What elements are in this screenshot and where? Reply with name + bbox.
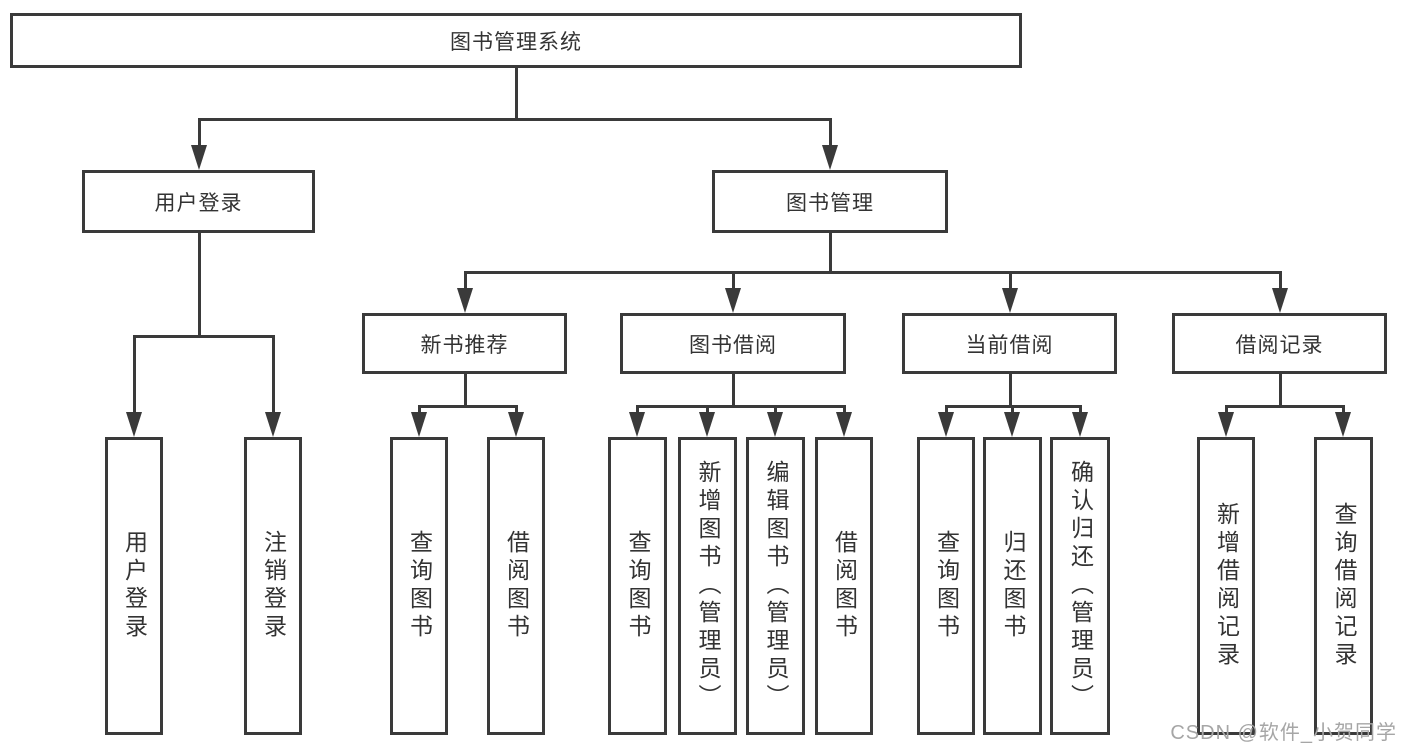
leaf-return-books: 归还图书 bbox=[983, 437, 1042, 735]
connector-new-book-stem bbox=[463, 374, 467, 408]
leaf-confirm-return-admin: 确认归还（管理员） bbox=[1050, 437, 1110, 735]
connector-arrow-line-current-borrow bbox=[1008, 271, 1012, 291]
leaf-add-books-admin: 新增图书（管理员） bbox=[678, 437, 737, 735]
connector-arrow-line-leaf-login bbox=[132, 335, 136, 414]
leaf-logout: 注销登录 bbox=[244, 437, 302, 735]
connector-arrow-line bbox=[417, 405, 421, 414]
connector-arrow-line bbox=[1010, 405, 1014, 414]
connector-book-borrow-rail bbox=[635, 405, 846, 408]
connector-arrow-line bbox=[1341, 405, 1345, 414]
connector-arrow-line-book-management bbox=[828, 118, 832, 148]
leaf-query-books-recommend: 查询图书 bbox=[390, 437, 448, 735]
connector-arrow-line-new-book bbox=[463, 271, 467, 291]
leaf-edit-books-admin: 编辑图书（管理员） bbox=[746, 437, 805, 735]
arrow-down-icon bbox=[836, 412, 852, 437]
connector-book-management-stem bbox=[828, 233, 832, 274]
connector-new-book-rail bbox=[417, 405, 518, 408]
arrow-down-icon bbox=[725, 288, 741, 313]
node-label: 新书推荐 bbox=[420, 333, 509, 357]
connector-borrow-records-rail bbox=[1224, 405, 1345, 408]
arrow-down-icon bbox=[457, 288, 473, 313]
node-label: 新增借阅记录 bbox=[1213, 502, 1240, 670]
connector-arrow-line bbox=[514, 405, 518, 414]
arrow-down-icon bbox=[411, 412, 427, 437]
arrow-down-icon bbox=[1272, 288, 1288, 313]
arrow-down-icon bbox=[1072, 412, 1088, 437]
leaf-query-books-borrow: 查询图书 bbox=[608, 437, 667, 735]
arrow-down-icon bbox=[1002, 288, 1018, 313]
arrow-down-icon bbox=[629, 412, 645, 437]
arrow-down-icon bbox=[822, 145, 838, 170]
connector-arrow-line-leaf-logout bbox=[271, 335, 275, 414]
node-label: 新增图书（管理员） bbox=[695, 460, 721, 712]
arrow-down-icon bbox=[1335, 412, 1351, 437]
leaf-query-borrow-record: 查询借阅记录 bbox=[1314, 437, 1373, 735]
node-label: 查询图书 bbox=[625, 530, 651, 642]
connector-arrow-line bbox=[1224, 405, 1228, 414]
node-label: 注销登录 bbox=[260, 530, 287, 642]
leaf-borrow-books-recommend: 借阅图书 bbox=[487, 437, 545, 735]
connector-arrow-line bbox=[705, 405, 709, 414]
csdn-watermark: CSDN @软件_小贺同学 bbox=[1170, 722, 1397, 744]
connector-arrow-line-book-borrow bbox=[731, 271, 735, 291]
node-user-login: 用户登录 bbox=[82, 170, 315, 233]
leaf-query-books-current: 查询图书 bbox=[917, 437, 975, 735]
node-label: 图书管理 bbox=[786, 191, 874, 215]
node-label: 借阅记录 bbox=[1235, 333, 1324, 357]
arrow-down-icon bbox=[508, 412, 524, 437]
node-label: 图书借阅 bbox=[689, 333, 777, 357]
arrow-down-icon bbox=[767, 412, 783, 437]
node-label: 用户登录 bbox=[154, 191, 243, 215]
node-label: 查询借阅记录 bbox=[1331, 502, 1357, 670]
node-label: 用户登录 bbox=[121, 530, 148, 642]
connector-arrow-line bbox=[773, 405, 777, 414]
connector-level3-rail bbox=[463, 271, 1282, 274]
node-current-borrowing: 当前借阅 bbox=[902, 313, 1117, 374]
connector-arrow-line-user-login bbox=[197, 118, 201, 148]
connector-arrow-line bbox=[635, 405, 639, 414]
arrow-down-icon bbox=[938, 412, 954, 437]
arrow-down-icon bbox=[1004, 412, 1020, 437]
node-label: 图书管理系统 bbox=[450, 30, 582, 54]
leaf-borrow-books: 借阅图书 bbox=[815, 437, 873, 735]
connector-borrow-records-stem bbox=[1278, 374, 1282, 408]
node-label: 归还图书 bbox=[1000, 530, 1026, 642]
node-borrowing-records: 借阅记录 bbox=[1172, 313, 1387, 374]
connector-book-borrow-stem bbox=[731, 374, 735, 408]
leaf-user-login: 用户登录 bbox=[105, 437, 163, 735]
connector-root-stem bbox=[514, 68, 518, 121]
node-label: 查询图书 bbox=[406, 530, 433, 642]
node-label: 借阅图书 bbox=[831, 530, 858, 642]
node-book-management: 图书管理 bbox=[712, 170, 948, 233]
node-new-book-recommendation: 新书推荐 bbox=[362, 313, 567, 374]
node-label: 编辑图书（管理员） bbox=[763, 460, 789, 712]
connector-user-login-stem bbox=[197, 233, 201, 337]
connector-arrow-line bbox=[944, 405, 948, 414]
arrow-down-icon bbox=[265, 412, 281, 437]
arrow-down-icon bbox=[191, 145, 207, 170]
connector-arrow-line bbox=[1078, 405, 1082, 414]
leaf-add-borrow-record: 新增借阅记录 bbox=[1197, 437, 1255, 735]
connector-arrow-line bbox=[842, 405, 846, 414]
arrow-down-icon bbox=[126, 412, 142, 437]
node-library-management-system: 图书管理系统 bbox=[10, 13, 1022, 68]
node-label: 借阅图书 bbox=[503, 530, 530, 642]
arrow-down-icon bbox=[1218, 412, 1234, 437]
connector-current-borrow-stem bbox=[1008, 374, 1012, 408]
node-label: 确认归还（管理员） bbox=[1067, 460, 1094, 712]
node-label: 当前借阅 bbox=[965, 333, 1054, 357]
node-book-borrowing: 图书借阅 bbox=[620, 313, 846, 374]
arrow-down-icon bbox=[699, 412, 715, 437]
connector-user-login-rail bbox=[132, 335, 275, 338]
node-label: 查询图书 bbox=[933, 530, 960, 642]
connector-arrow-line-borrow-records bbox=[1278, 271, 1282, 291]
connector-level1-rail bbox=[197, 118, 832, 121]
